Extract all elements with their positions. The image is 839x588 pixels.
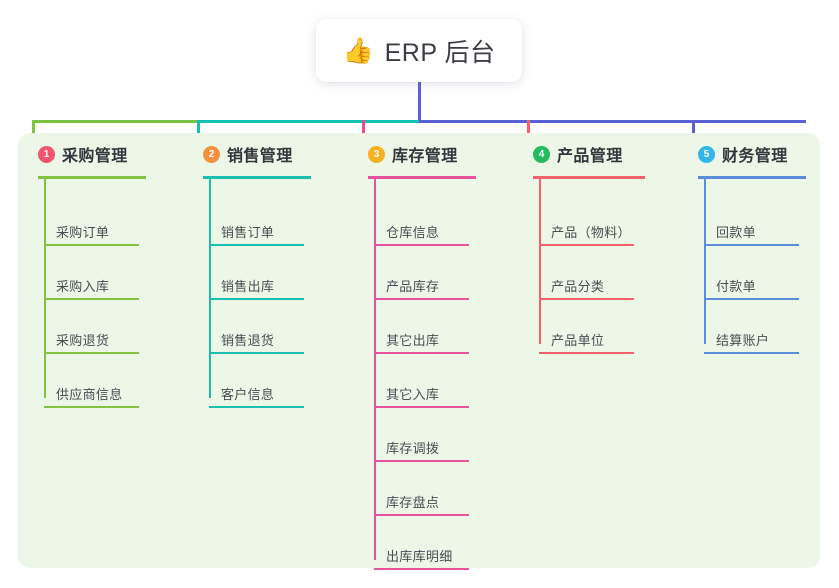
- branch-item[interactable]: 销售出库: [221, 279, 275, 294]
- branch-item-rule: [704, 298, 799, 300]
- branch-item[interactable]: 其它入库: [386, 387, 440, 402]
- branch-header-5[interactable]: 5 财务管理: [698, 142, 788, 166]
- branch-item-rule: [374, 406, 469, 408]
- branch-item[interactable]: 销售退货: [221, 333, 275, 348]
- branch-panel: 1 采购管理采购订单采购入库采购退货供应商信息 2 销售管理销售订单销售出库销售退货客…: [18, 133, 820, 570]
- branch-title-3: 库存管理: [392, 148, 458, 165]
- branch-item-rule: [704, 352, 799, 354]
- branch-number-badge-1: 1: [38, 145, 55, 163]
- root-trunk-connector: [418, 82, 421, 123]
- branch-item[interactable]: 库存盘点: [386, 495, 440, 510]
- bus-line-segment-2: [197, 120, 419, 123]
- branch-header-rule-2: [203, 176, 311, 179]
- branch-item-rule: [209, 352, 304, 354]
- branch-item[interactable]: 采购入库: [56, 279, 110, 294]
- root-node[interactable]: 👍 ERP 后台: [316, 19, 522, 82]
- branch-stem-2: [209, 176, 211, 398]
- branch-header-4[interactable]: 4 产品管理: [533, 142, 623, 166]
- branch-item-rule: [44, 352, 139, 354]
- branch-item-rule: [704, 244, 799, 246]
- branch-title-4: 产品管理: [557, 148, 623, 165]
- root-node-content: 👍 ERP 后台: [342, 33, 495, 69]
- branch-stem-3: [374, 176, 376, 560]
- branch-item[interactable]: 产品库存: [386, 279, 440, 294]
- branch-item[interactable]: 付款单: [716, 279, 756, 294]
- branch-item-rule: [374, 568, 469, 570]
- branch-item[interactable]: 采购订单: [56, 225, 110, 240]
- branch-number-badge-2: 2: [203, 145, 220, 163]
- branch-item-rule: [209, 298, 304, 300]
- branch-number-badge-5: 5: [698, 145, 715, 163]
- branch-item-rule: [374, 460, 469, 462]
- branch-header-1[interactable]: 1 采购管理: [38, 142, 128, 166]
- branch-header-3[interactable]: 3 库存管理: [368, 142, 458, 166]
- branch-item-rule: [44, 298, 139, 300]
- branch-item[interactable]: 产品单位: [551, 333, 605, 348]
- branch-item[interactable]: 结算账户: [716, 333, 770, 348]
- branch-header-rule-4: [533, 176, 645, 179]
- branch-header-rule-1: [38, 176, 146, 179]
- branch-title-5: 财务管理: [722, 148, 788, 165]
- branch-item-rule: [374, 298, 469, 300]
- branch-item-rule: [209, 406, 304, 408]
- branch-item-rule: [44, 244, 139, 246]
- thumbs-up-icon: 👍: [342, 37, 374, 65]
- branch-item-rule: [374, 352, 469, 354]
- branch-header-rule-3: [368, 176, 476, 179]
- root-node-label: ERP 后台: [384, 38, 496, 67]
- branch-number-badge-3: 3: [368, 145, 385, 163]
- branch-stem-4: [539, 176, 541, 344]
- branch-item[interactable]: 出库库明细: [386, 549, 453, 564]
- branch-item-rule: [374, 514, 469, 516]
- branch-item-rule: [209, 244, 304, 246]
- branch-item[interactable]: 其它出库: [386, 333, 440, 348]
- branch-number-badge-4: 4: [533, 145, 550, 163]
- branch-item[interactable]: 销售订单: [221, 225, 275, 240]
- branch-header-rule-5: [698, 176, 806, 179]
- branch-title-1: 采购管理: [62, 148, 128, 165]
- branch-title-2: 销售管理: [227, 148, 293, 165]
- branch-item-rule: [374, 244, 469, 246]
- branch-header-2[interactable]: 2 销售管理: [203, 142, 293, 166]
- branch-item[interactable]: 客户信息: [221, 387, 275, 402]
- bus-line-segment-1: [32, 120, 197, 123]
- branch-item[interactable]: 供应商信息: [56, 387, 123, 402]
- branch-item-rule: [539, 298, 634, 300]
- branch-item-rule: [539, 352, 634, 354]
- branch-item-rule: [539, 244, 634, 246]
- branch-item[interactable]: 库存调拨: [386, 441, 440, 456]
- branch-item[interactable]: 仓库信息: [386, 225, 440, 240]
- branch-stem-5: [704, 176, 706, 344]
- branch-item[interactable]: 产品（物料）: [551, 225, 631, 240]
- bus-line-segment-3: [419, 120, 806, 123]
- branch-item[interactable]: 产品分类: [551, 279, 605, 294]
- branch-item[interactable]: 采购退货: [56, 333, 110, 348]
- branch-stem-1: [44, 176, 46, 398]
- branch-item-rule: [44, 406, 139, 408]
- branch-item[interactable]: 回款单: [716, 225, 756, 240]
